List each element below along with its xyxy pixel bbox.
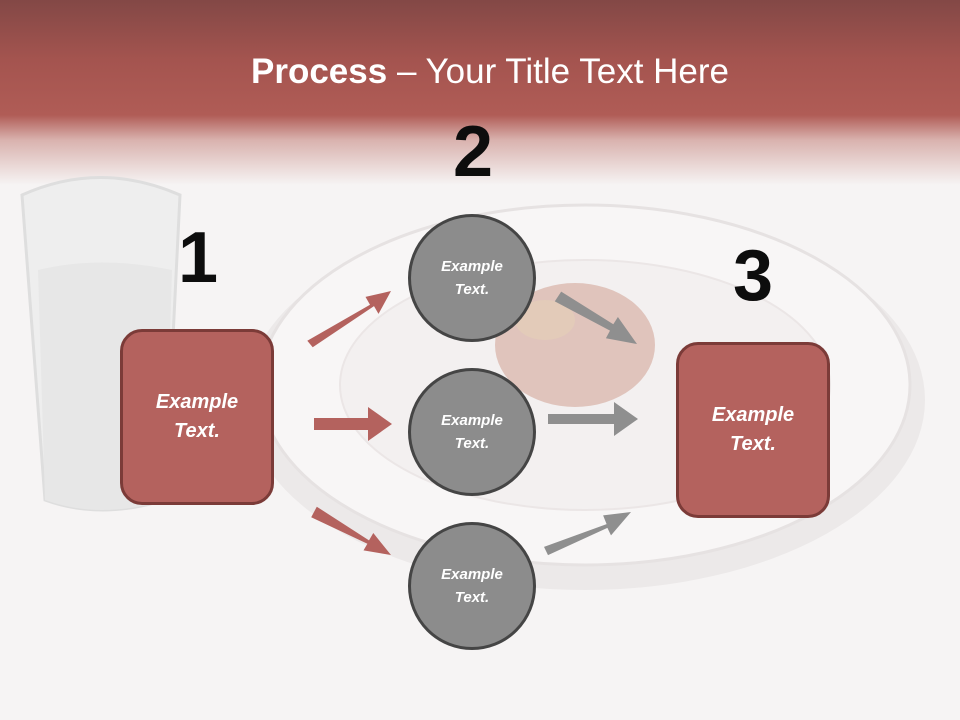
circle-middle-label: Example Text. — [441, 412, 503, 452]
arrow-left-to-middle — [314, 407, 392, 441]
process-circle-middle: Example Text. — [408, 368, 536, 496]
gray-arrows — [544, 291, 638, 556]
right-process-box: Example Text. — [676, 342, 830, 518]
slide-title: Process – Your Title Text Here — [0, 52, 960, 92]
red-arrows — [307, 291, 392, 555]
right-box-label: Example Text. — [711, 404, 795, 455]
arrow-bottom-to-right — [544, 512, 631, 556]
circle-top-label: Example Text. — [441, 258, 503, 298]
step-number-2: 2 — [452, 112, 494, 192]
process-circle-bottom: Example Text. — [408, 522, 536, 650]
title-bold-word: Process — [251, 52, 388, 91]
arrow-left-to-top — [307, 291, 391, 348]
step-number-3: 3 — [732, 236, 774, 316]
arrow-left-to-bottom — [311, 506, 391, 555]
apple-highlight — [515, 300, 575, 340]
left-box-label: Example Text. — [155, 391, 239, 442]
left-process-box: Example Text. — [120, 329, 274, 505]
title-rest: – Your Title Text Here — [387, 52, 729, 91]
header-band — [0, 0, 960, 185]
arrow-top-to-right — [554, 291, 637, 344]
circle-bottom-label: Example Text. — [441, 566, 503, 606]
process-circle-top: Example Text. — [408, 214, 536, 342]
step-number-1: 1 — [177, 218, 219, 298]
arrow-middle-to-right — [548, 402, 638, 436]
